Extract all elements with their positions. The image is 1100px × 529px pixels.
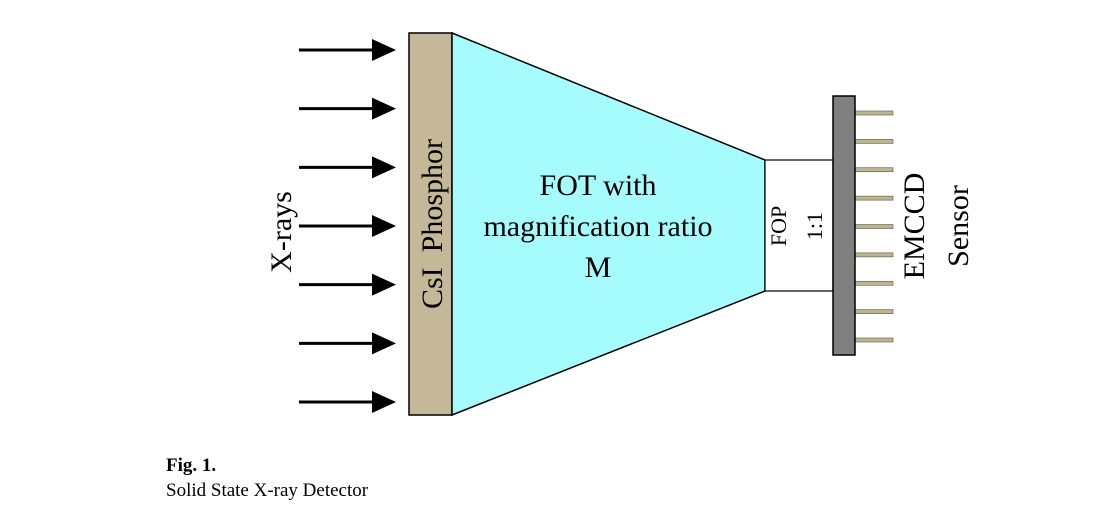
xray-arrow-head	[372, 39, 396, 61]
xray-arrow-head	[372, 332, 396, 355]
sensor-pin	[854, 337, 894, 343]
xray-arrow-head	[372, 215, 396, 237]
csi-phosphor-layer	[408, 32, 453, 416]
sensor-pin	[854, 195, 894, 201]
figure-label: Fig. 1.	[166, 455, 217, 476]
figure-caption: Fig. 1. Solid State X-ray Detector	[166, 453, 368, 503]
xray-arrow	[299, 39, 396, 61]
xray-arrow	[299, 391, 396, 413]
sensor-pin	[854, 224, 894, 229]
xray-arrow	[299, 332, 396, 355]
emccd-label: EMCCD	[898, 173, 931, 280]
sensor-pin	[854, 110, 894, 116]
xray-arrow-head	[372, 156, 396, 179]
sensor-pin	[854, 139, 894, 144]
emccd-sensor	[832, 95, 856, 356]
xray-arrows	[299, 39, 396, 413]
phosphor-label: CsI Phosphor	[416, 139, 449, 309]
fot-label-line-1: FOT with	[540, 169, 657, 202]
fop-label: FOP	[766, 206, 791, 246]
xray-arrow	[299, 156, 396, 179]
fot-label-line-3: M	[585, 251, 612, 284]
fot-label-line-2: magnification ratio	[483, 210, 712, 243]
xray-arrow-head	[372, 273, 396, 296]
xray-arrow	[299, 97, 396, 120]
sensor-pin	[854, 309, 894, 314]
xray-arrow	[299, 215, 396, 237]
sensor-pins	[854, 110, 894, 343]
sensor-label: Sensor	[942, 185, 975, 267]
sensor-pin	[854, 252, 894, 258]
sensor-pin	[854, 167, 894, 173]
figure-title: Solid State X-ray Detector	[166, 480, 369, 501]
xray-arrow	[299, 273, 396, 296]
xray-arrow-head	[372, 97, 396, 120]
xray-arrow-head	[372, 391, 396, 413]
xray-label: X-rays	[265, 191, 298, 273]
sensor-pin	[854, 280, 894, 286]
fop-ratio-label: 1:1	[802, 212, 827, 240]
